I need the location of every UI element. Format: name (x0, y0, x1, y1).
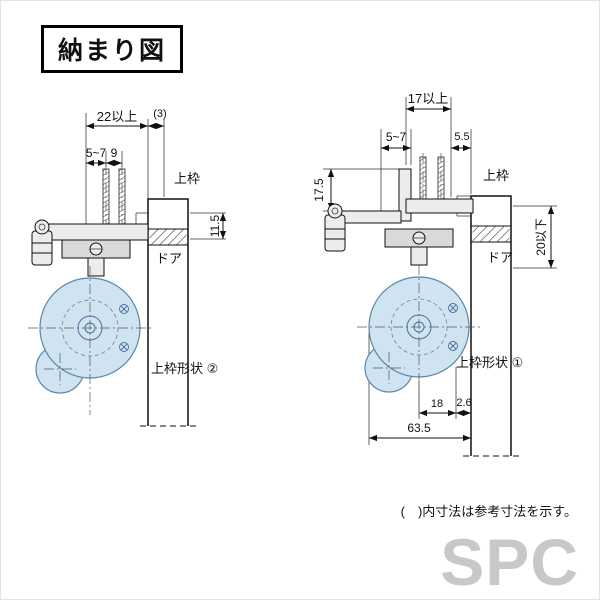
right-dim-total: 63.5 (407, 421, 431, 435)
right-dim-offset1: 5~7 (386, 130, 407, 144)
left-mounting-screws (102, 165, 126, 233)
left-door-label: ドア (156, 251, 182, 266)
right-mounting-bracket (324, 168, 474, 266)
right-dimension-lines (327, 105, 555, 442)
right-body-screws (448, 303, 458, 351)
right-spindle-bolt (410, 246, 428, 266)
left-dim-overlap: 11.5 (208, 214, 222, 237)
right-dim-bracket: 17.5 (312, 178, 326, 202)
spc-watermark: SPC (440, 525, 579, 599)
right-dim-26: 2.6 (456, 397, 471, 409)
right-door-panel (456, 195, 519, 457)
right-dim-18: 18 (431, 398, 443, 410)
footnote: ( )内寸法は参考寸法を示す。 (400, 504, 577, 519)
left-closer-body (28, 266, 152, 415)
right-mounting-screws (419, 153, 445, 205)
page-title: 納まり図 (41, 25, 184, 73)
right-dim-clearance: 20以下 (534, 218, 548, 255)
left-body-screws (119, 304, 129, 352)
left-installation-drawing: 22以上 (3) 5~7 9 11.5 上枠 ドア (28, 108, 227, 427)
left-frame-hatch (149, 229, 187, 245)
right-shape-label: 上枠形状 ① (456, 355, 523, 370)
left-shape-label: 上枠形状 ② (151, 361, 218, 376)
left-dim-offset2: 9 (111, 146, 118, 160)
left-dimension-lines (86, 122, 227, 239)
right-installation-drawing: 17以上 5~7 5.5 17.5 20以下 18 2.6 63.5 上枠 ドア (312, 91, 557, 457)
right-dim-offset2: 5.5 (454, 131, 469, 143)
left-spindle-bolt (87, 257, 105, 277)
left-pivot-hardware (31, 230, 53, 266)
right-door-label: ドア (487, 250, 513, 265)
left-dim-paren: (3) (153, 108, 166, 120)
right-dim-width: 17以上 (408, 91, 448, 106)
left-dim-width: 22以上 (97, 109, 137, 124)
left-dim-offset1: 5~7 (86, 146, 107, 160)
left-extension-lines (85, 113, 226, 240)
right-frame-hatch (472, 226, 510, 242)
left-frame-label: 上枠 (174, 171, 200, 186)
right-closer-body (357, 265, 483, 414)
right-pivot-hardware (324, 214, 346, 252)
right-frame-label: 上枠 (483, 168, 509, 183)
left-mounting-bracket (31, 219, 149, 277)
left-door-panel (135, 198, 196, 427)
